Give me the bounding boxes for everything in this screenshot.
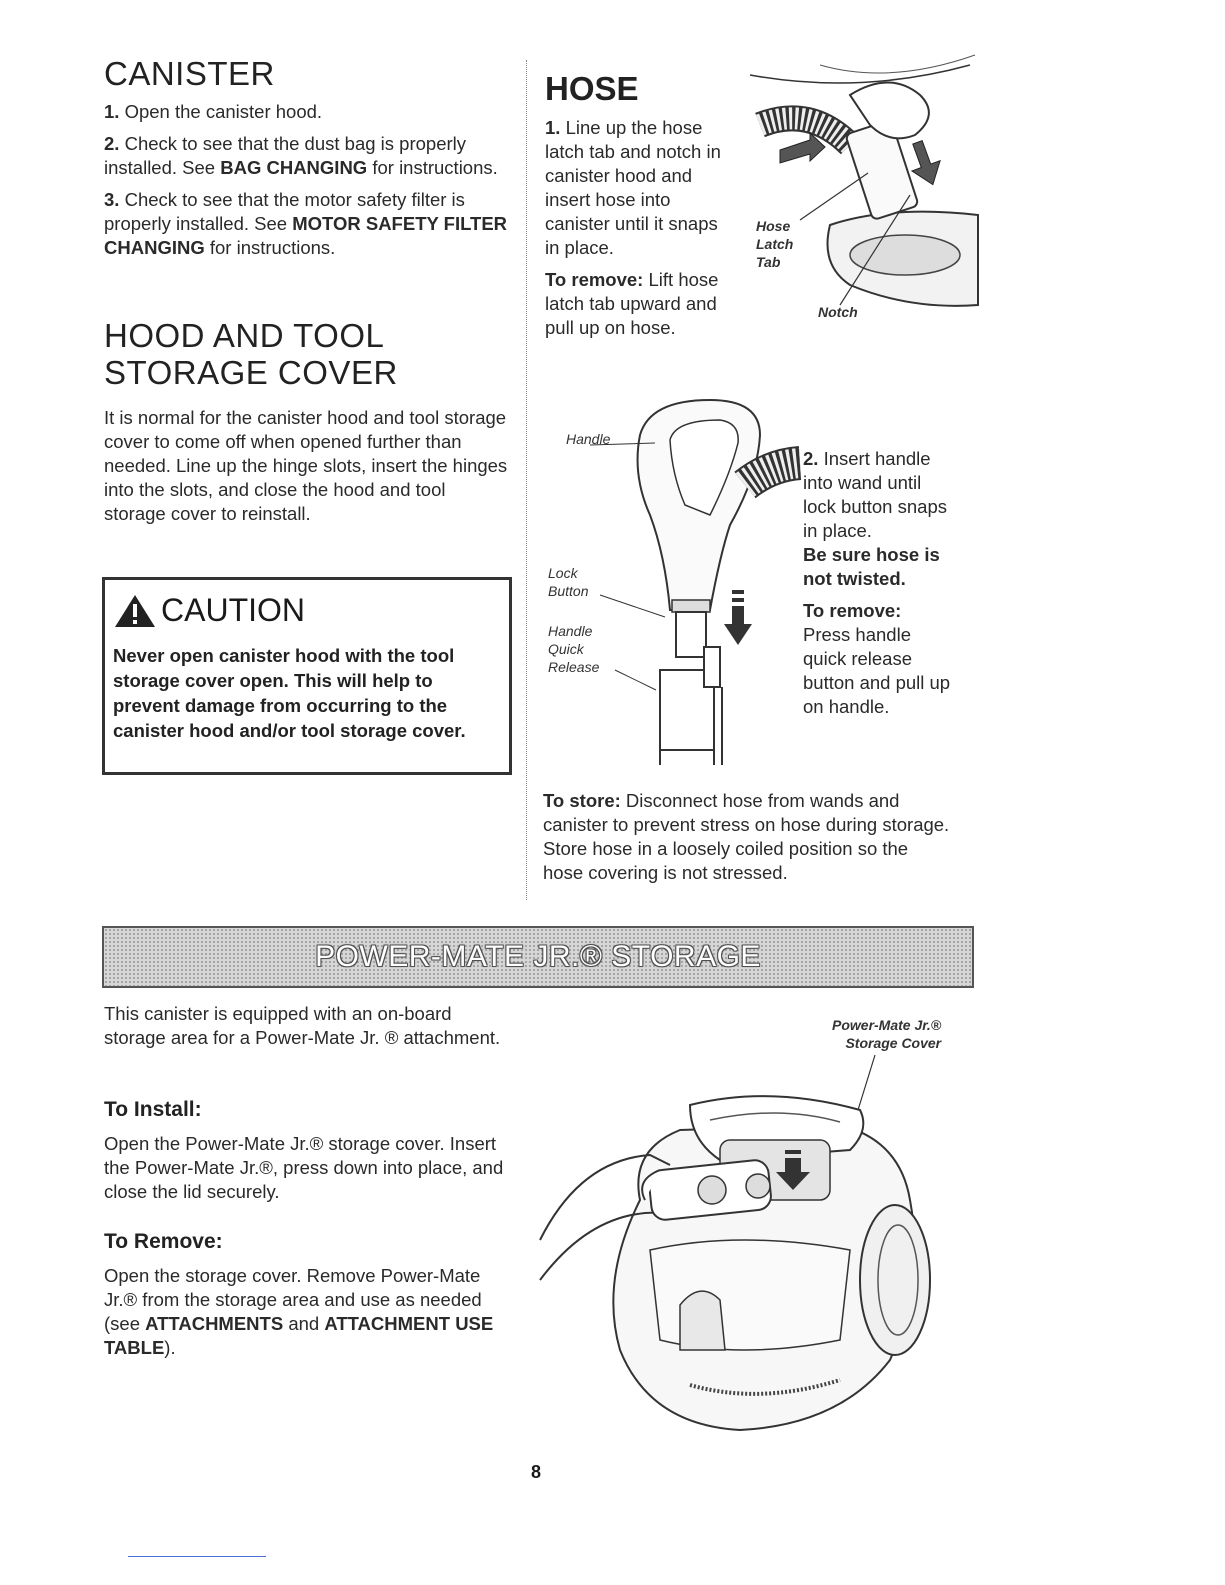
handle-label: Handle: [566, 431, 611, 447]
column-divider: [526, 60, 527, 900]
hood-text: It is normal for the canister hood and t…: [104, 407, 508, 524]
canister-steps: 1. Open the canister hood. 2. Check to s…: [104, 100, 516, 268]
hose-title: HOSE: [545, 70, 639, 107]
caution-text: Never open canister hood with the tool s…: [113, 645, 466, 741]
handle-quick-release-label: Handle Quick Release: [548, 623, 600, 675]
hose-store-text: To store: Disconnect hose from wands and…: [543, 790, 950, 883]
pmj-install-text: Open the Power-Mate Jr.® storage cover. …: [104, 1133, 504, 1202]
hose-step-2: 2. Insert handle into wand until lock bu…: [803, 448, 951, 717]
pmj-storage-cover-label: Power-Mate Jr.® Storage Cover: [832, 1017, 942, 1051]
hose-insert-figure: [749, 54, 979, 307]
lock-button-label: Lock Button: [548, 565, 589, 599]
power-mate-storage-figure: [539, 1054, 931, 1432]
canister-step-2: 2. Check to see that the dust bag is pro…: [104, 133, 498, 178]
caution-box: CAUTION Never open canister hood with th…: [102, 577, 512, 775]
hose-latch-tab-label: Hose Latch Tab: [756, 218, 794, 270]
handle-insert-figure: [589, 398, 802, 765]
notch-label: Notch: [818, 304, 858, 320]
pmj-intro: This canister is equipped with an on-boa…: [104, 1003, 501, 1048]
pmj-install-heading: To Install:: [104, 1098, 202, 1121]
canister-step-3: 3. Check to see that the motor safety fi…: [104, 189, 508, 258]
page-number: 8: [531, 1462, 542, 1482]
hood-title: HOOD AND TOOL STORAGE COVER: [104, 317, 398, 391]
pmj-remove-heading: To Remove:: [104, 1230, 223, 1253]
hose-step-1: 1. Line up the hose latch tab and notch …: [545, 117, 721, 338]
footer-line: [128, 1556, 266, 1557]
warning-icon: [115, 594, 155, 627]
caution-heading: CAUTION: [113, 592, 499, 629]
canister-step-1: 1. Open the canister hood.: [104, 101, 323, 122]
power-mate-storage-banner: POWER-MATE JR.® STORAGE: [102, 926, 974, 988]
pmj-remove-text: Open the storage cover. Remove Power-Mat…: [104, 1265, 494, 1358]
canister-title: CANISTER: [104, 55, 275, 92]
